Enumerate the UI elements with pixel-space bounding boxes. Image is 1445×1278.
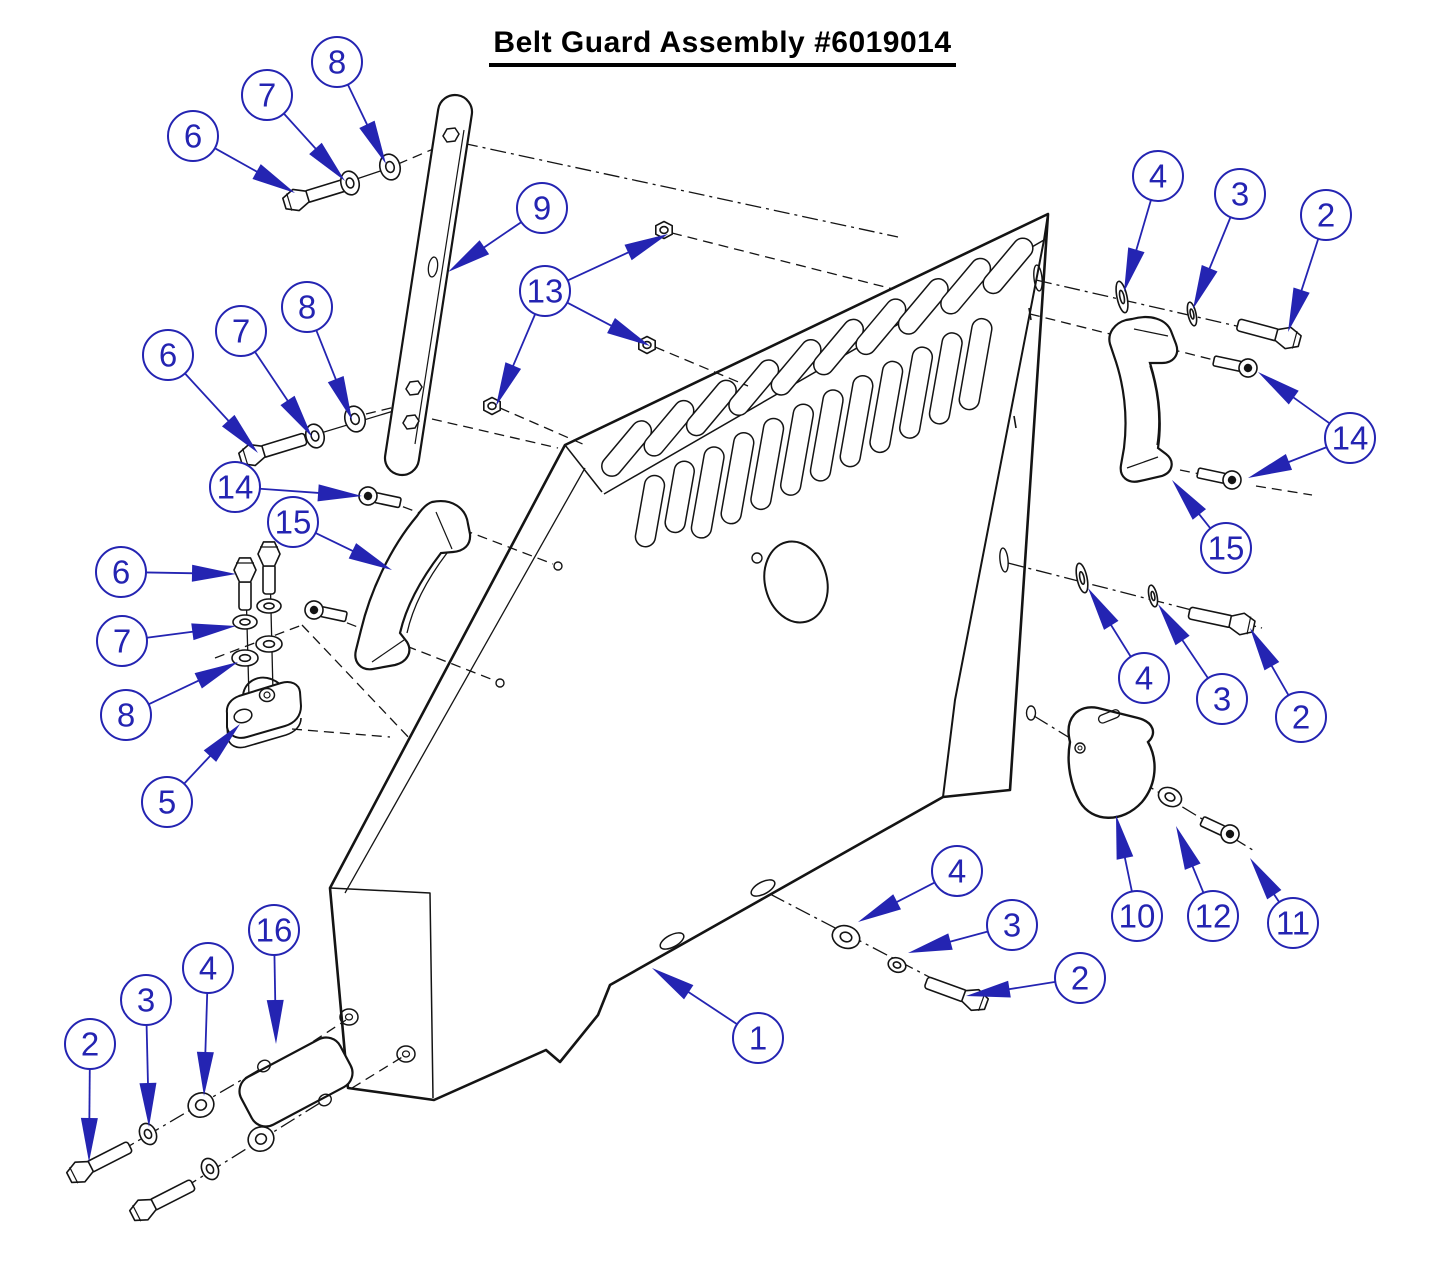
callout-7-1: 7 bbox=[241, 69, 345, 181]
callout-2-32: 2 bbox=[1250, 628, 1327, 743]
callout-6-15: 6 bbox=[95, 546, 236, 598]
callout-number: 2 bbox=[1071, 960, 1089, 997]
callout-4-5: 4 bbox=[1124, 150, 1184, 292]
callout-number: 7 bbox=[258, 77, 276, 114]
callout-number: 4 bbox=[1135, 660, 1153, 697]
callout-3-25: 3 bbox=[908, 899, 1038, 953]
callout-13-4: 13 bbox=[496, 234, 668, 406]
callout-number: 7 bbox=[232, 313, 250, 350]
callout-1-23: 1 bbox=[652, 968, 784, 1064]
callout-number: 8 bbox=[298, 289, 316, 326]
page-title: Belt Guard Assembly #6019014 bbox=[489, 26, 956, 67]
callout-number: 6 bbox=[112, 554, 130, 591]
callout-number: 16 bbox=[256, 912, 293, 949]
callout-number: 14 bbox=[1332, 420, 1369, 457]
callout-3-31: 3 bbox=[1158, 604, 1248, 725]
callout-number: 15 bbox=[275, 504, 312, 541]
callout-number: 1 bbox=[749, 1020, 767, 1057]
callout-number: 8 bbox=[117, 697, 135, 734]
callout-number: 7 bbox=[113, 623, 131, 660]
callout-10-27: 10 bbox=[1111, 815, 1163, 942]
clamp-bracket bbox=[225, 676, 303, 749]
handle-right bbox=[1108, 315, 1179, 483]
callout-number: 2 bbox=[1317, 197, 1335, 234]
callout-7-11: 7 bbox=[215, 305, 312, 437]
callout-4-24: 4 bbox=[858, 845, 983, 922]
callout-2-22: 2 bbox=[64, 1018, 116, 1162]
handle-left bbox=[354, 500, 472, 671]
belt-guard-body bbox=[328, 212, 1050, 1102]
callout-3-6: 3 bbox=[1193, 168, 1266, 309]
callout-8-17: 8 bbox=[100, 662, 238, 741]
callout-number: 3 bbox=[137, 982, 155, 1019]
strip-bolt-heads bbox=[402, 127, 460, 430]
callout-number: 10 bbox=[1119, 898, 1156, 935]
callout-2-7: 2 bbox=[1288, 189, 1352, 332]
callout-14-13: 14 bbox=[209, 461, 362, 513]
callout-number: 2 bbox=[81, 1026, 99, 1063]
callout-number: 2 bbox=[1292, 699, 1310, 736]
mounting-plate bbox=[238, 1036, 354, 1128]
callout-7-16: 7 bbox=[96, 615, 236, 667]
callout-3-21: 3 bbox=[120, 974, 172, 1127]
callout-4-30: 4 bbox=[1088, 588, 1170, 704]
callout-number: 12 bbox=[1195, 898, 1232, 935]
callout-number: 8 bbox=[328, 44, 346, 81]
callout-9-3: 9 bbox=[448, 182, 568, 272]
callout-number: 11 bbox=[1276, 905, 1310, 942]
callout-number: 15 bbox=[1208, 530, 1245, 567]
callout-6-10: 6 bbox=[142, 329, 258, 453]
callout-number: 3 bbox=[1003, 907, 1021, 944]
callout-6-0: 6 bbox=[167, 110, 295, 193]
callout-15-14: 15 bbox=[267, 496, 392, 570]
title-bar: Belt Guard Assembly #6019014 bbox=[0, 26, 1445, 67]
callout-number: 3 bbox=[1213, 681, 1231, 718]
callout-number: 4 bbox=[948, 853, 966, 890]
callout-number: 6 bbox=[184, 118, 202, 155]
callout-number: 9 bbox=[533, 190, 551, 227]
callout-14-8: 14 bbox=[1248, 372, 1376, 478]
callout-16-19: 16 bbox=[248, 904, 300, 1044]
callout-number: 3 bbox=[1231, 176, 1249, 213]
callout-number: 4 bbox=[199, 950, 217, 987]
callout-11-29: 11 bbox=[1250, 858, 1319, 949]
callout-number: 13 bbox=[527, 273, 564, 310]
callout-4-20: 4 bbox=[182, 942, 234, 1096]
callout-number: 14 bbox=[217, 469, 254, 506]
callout-8-12: 8 bbox=[281, 281, 352, 420]
callout-number: 5 bbox=[158, 784, 176, 821]
cover-plate bbox=[1067, 706, 1156, 819]
callout-15-9: 15 bbox=[1172, 480, 1252, 574]
mounting-strip bbox=[383, 93, 474, 477]
callout-5-18: 5 bbox=[141, 724, 240, 828]
callout-2-26: 2 bbox=[966, 952, 1106, 1004]
callout-12-28: 12 bbox=[1176, 826, 1239, 942]
fastener-layer bbox=[65, 153, 1302, 1222]
callout-8-2: 8 bbox=[311, 36, 386, 164]
callout-number: 4 bbox=[1149, 158, 1167, 195]
callout-number: 6 bbox=[159, 337, 177, 374]
